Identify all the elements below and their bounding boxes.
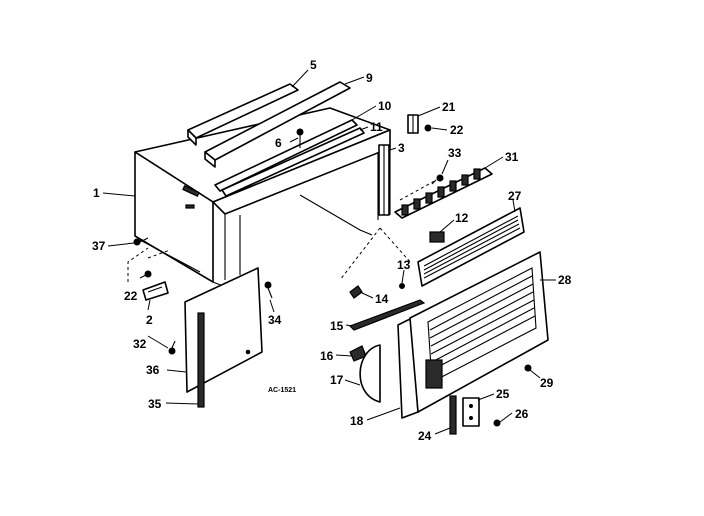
callout-12: 12	[455, 211, 469, 225]
strip-35	[197, 312, 205, 408]
louver-rail-31	[394, 167, 493, 219]
filter-27	[417, 207, 525, 287]
leader-lines	[102, 69, 556, 435]
callout-34: 34	[268, 313, 282, 327]
callout-35: 35	[148, 397, 162, 411]
callout-26: 26	[515, 407, 529, 421]
callout-21: 21	[442, 100, 456, 114]
callout-37: 37	[92, 239, 106, 253]
callout-22-left: 22	[124, 289, 138, 303]
callout-14: 14	[375, 292, 389, 306]
callout-2: 2	[146, 313, 153, 327]
callout-labels: 5 9 10 11 6 1 3 21 22 33 31 27 12 13 14 …	[92, 58, 572, 443]
callout-33: 33	[448, 146, 462, 160]
callout-36: 36	[146, 363, 160, 377]
strip-15	[348, 299, 426, 331]
strip-24	[449, 395, 457, 435]
screw-29	[524, 364, 532, 372]
callout-17: 17	[330, 373, 344, 387]
callout-28: 28	[558, 273, 572, 287]
rail-9	[204, 81, 351, 168]
callout-1: 1	[93, 186, 100, 200]
rail-11	[221, 127, 365, 197]
callout-13: 13	[397, 258, 411, 272]
callout-32: 32	[133, 337, 147, 351]
part-14	[349, 285, 363, 299]
cover-17	[359, 344, 381, 403]
callout-5: 5	[310, 58, 317, 72]
rail-5	[187, 83, 299, 146]
grille-28	[409, 251, 549, 413]
callout-11: 11	[370, 120, 383, 134]
callout-9: 9	[366, 71, 373, 85]
screw-22-right	[424, 124, 432, 132]
screw-37	[133, 237, 149, 246]
callout-3: 3	[398, 141, 405, 155]
screw-22-left	[139, 270, 152, 279]
support-3	[378, 144, 390, 216]
clip-21	[407, 114, 419, 134]
screw-33	[431, 174, 444, 185]
bracket-2	[142, 281, 169, 301]
screw-26	[493, 419, 501, 427]
callout-25: 25	[496, 387, 510, 401]
screw-13	[399, 283, 405, 289]
side-panel-36	[184, 267, 263, 393]
callout-31: 31	[505, 150, 519, 164]
callout-22-right: 22	[450, 123, 464, 137]
screw-34	[264, 281, 273, 299]
callout-10: 10	[378, 99, 392, 113]
rail-10	[214, 119, 358, 192]
plate-25	[462, 397, 480, 427]
callout-29: 29	[540, 376, 554, 390]
screw-32	[168, 340, 176, 355]
callout-27: 27	[508, 189, 522, 203]
callout-24: 24	[418, 429, 432, 443]
screw-6	[296, 128, 304, 148]
callout-16: 16	[320, 349, 334, 363]
diagram-code: AC-1521	[268, 387, 296, 394]
callout-6: 6	[275, 136, 282, 150]
callout-18: 18	[350, 414, 364, 428]
callout-15: 15	[330, 319, 344, 333]
knob-12	[429, 231, 445, 243]
